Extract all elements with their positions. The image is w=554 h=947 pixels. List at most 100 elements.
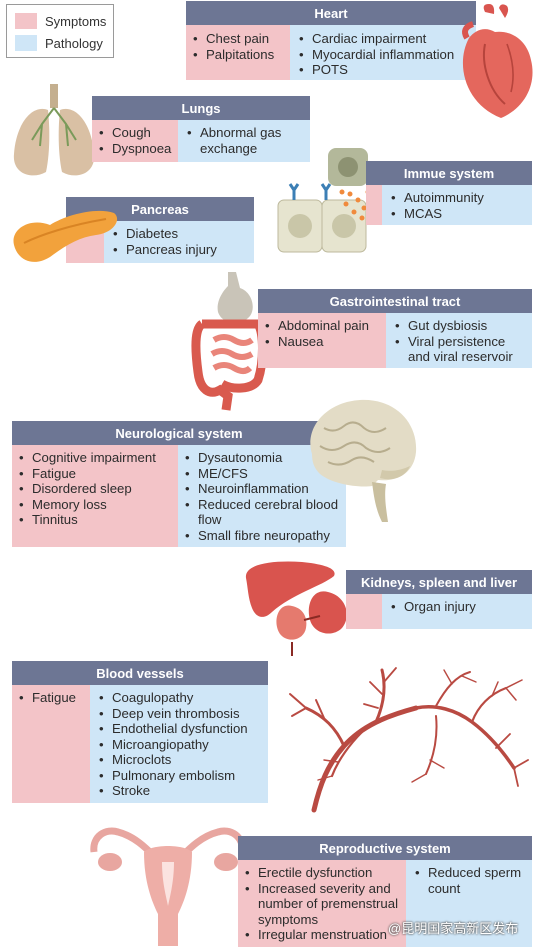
gastrointestinal-title: Gastrointestinal tract [258, 289, 532, 313]
blood-vessels-symptoms-list: Fatigue [18, 690, 76, 706]
blood-vessels-panel: Blood vessels Fatigue Coagulopathy Deep … [12, 661, 268, 803]
lungs-symptoms: Cough Dyspnoea [92, 120, 178, 162]
list-item: Fatigue [18, 466, 156, 482]
reproductive-title: Reproductive system [238, 836, 532, 860]
kidneys-pathology-list: Organ injury [390, 599, 476, 615]
list-item: Coagulopathy [98, 690, 248, 706]
list-item: Palpitations [192, 47, 274, 63]
lungs-pathology: Abnormal gas exchange [178, 120, 310, 162]
list-item: Organ injury [390, 599, 476, 615]
list-item: Autoimmunity [390, 190, 484, 206]
list-item: Chest pain [192, 31, 274, 47]
list-item: Nausea [264, 334, 369, 350]
gastrointestinal-pathology: Gut dysbiosis Viral persistence and vira… [386, 313, 532, 368]
reproductive-panel: Reproductive system Erectile dysfunction… [238, 836, 532, 947]
neurological-pathology-list: Dysautonomia ME/CFS Neuroinflammation Re… [184, 450, 344, 543]
neurological-symptoms-list: Cognitive impairment Fatigue Disordered … [18, 450, 156, 528]
list-item: Dyspnoea [98, 141, 171, 157]
legend-symptoms-label: Symptoms [45, 13, 107, 29]
lungs-icon [13, 84, 95, 176]
immune-pathology: Autoimmunity MCAS [382, 185, 532, 225]
list-item: Microangiopathy [98, 737, 248, 753]
list-item: Pancreas injury [112, 242, 217, 258]
gastrointestinal-symptoms-list: Abdominal pain Nausea [264, 318, 369, 349]
list-item: Endothelial dysfunction [98, 721, 248, 737]
list-item: Diabetes [112, 226, 217, 242]
lungs-panel: Lungs Cough Dyspnoea Abnormal gas exchan… [92, 96, 310, 162]
heart-symptoms-list: Chest pain Palpitations [192, 31, 274, 62]
list-item: Abnormal gas exchange [186, 125, 304, 156]
immune-cells-icon [277, 148, 371, 253]
heart-pathology: Cardiac impairment Myocardial inflammati… [290, 25, 476, 80]
kidneys-pathology: Organ injury [382, 594, 532, 629]
pathology-swatch [15, 35, 37, 51]
immune-symptoms [366, 185, 382, 225]
gastrointestinal-panel: Gastrointestinal tract Abdominal pain Na… [258, 289, 532, 368]
list-item: POTS [298, 62, 454, 78]
list-item: ME/CFS [184, 466, 344, 482]
list-item: Increased severity and number of premens… [244, 881, 404, 928]
blood-vessels-pathology: Coagulopathy Deep vein thrombosis Endoth… [90, 685, 268, 803]
list-item: Pulmonary embolism [98, 768, 248, 784]
symptoms-swatch [15, 13, 37, 29]
heart-symptoms: Chest pain Palpitations [186, 25, 290, 80]
reproductive-symptoms: Erectile dysfunction Increased severity … [238, 860, 406, 947]
kidneys-spleen-liver-icon [245, 561, 347, 656]
list-item: Irregular menstruation [244, 927, 404, 943]
reproductive-organ-icon [90, 827, 246, 946]
legend-pathology: Pathology [15, 33, 103, 53]
reproductive-symptoms-list: Erectile dysfunction Increased severity … [244, 865, 404, 943]
blood-vessels-symptoms: Fatigue [12, 685, 90, 803]
list-item: Memory loss [18, 497, 156, 513]
list-item: Gut dysbiosis [394, 318, 528, 334]
heart-icon [462, 4, 533, 118]
watermark: @昆明国家高新区发布 [388, 921, 519, 936]
list-item: Cognitive impairment [18, 450, 156, 466]
blood-vessel-tree-icon [289, 667, 529, 813]
gastrointestinal-pathology-list: Gut dysbiosis Viral persistence and vira… [394, 318, 528, 365]
pancreas-pathology-list: Diabetes Pancreas injury [112, 226, 217, 257]
list-item: Reduced cerebral blood flow [184, 497, 344, 528]
reproductive-pathology-list: Reduced sperm count [414, 865, 526, 896]
list-item: Stroke [98, 783, 248, 799]
legend-symptoms: Symptoms [15, 11, 106, 31]
kidneys-title: Kidneys, spleen and liver [346, 570, 532, 594]
legend-pathology-label: Pathology [45, 35, 103, 51]
list-item: Tinnitus [18, 512, 156, 528]
list-item: Fatigue [18, 690, 76, 706]
list-item: Microclots [98, 752, 248, 768]
gastrointestinal-symptoms: Abdominal pain Nausea [258, 313, 386, 368]
heart-pathology-list: Cardiac impairment Myocardial inflammati… [298, 31, 454, 78]
reproductive-pathology: Reduced sperm count [406, 860, 532, 947]
kidneys-panel: Kidneys, spleen and liver Organ injury [346, 570, 532, 629]
pancreas-pathology: Diabetes Pancreas injury [104, 221, 254, 263]
list-item: Deep vein thrombosis [98, 706, 248, 722]
list-item: Small fibre neuropathy [184, 528, 344, 544]
lungs-title: Lungs [92, 96, 310, 120]
list-item: Cough [98, 125, 171, 141]
blood-vessels-title: Blood vessels [12, 661, 268, 685]
list-item: Myocardial inflammation [298, 47, 454, 63]
immune-title: Immue system [366, 161, 532, 185]
list-item: Dysautonomia [184, 450, 344, 466]
immune-pathology-list: Autoimmunity MCAS [390, 190, 484, 221]
list-item: Neuroinflammation [184, 481, 344, 497]
list-item: Disordered sleep [18, 481, 156, 497]
heart-title: Heart [186, 1, 476, 25]
immune-panel: Immue system Autoimmunity MCAS [366, 161, 532, 225]
neurological-title: Neurological system [12, 421, 346, 445]
legend: Symptoms Pathology [6, 4, 114, 58]
lungs-symptoms-list: Cough Dyspnoea [98, 125, 171, 156]
kidneys-symptoms [346, 594, 382, 629]
heart-panel: Heart Chest pain Palpitations Cardiac im… [186, 1, 476, 80]
blood-vessels-pathology-list: Coagulopathy Deep vein thrombosis Endoth… [98, 690, 248, 799]
brain-icon [310, 399, 417, 522]
neurological-panel: Neurological system Cognitive impairment… [12, 421, 346, 547]
list-item: Abdominal pain [264, 318, 369, 334]
list-item: MCAS [390, 206, 484, 222]
list-item: Cardiac impairment [298, 31, 454, 47]
neurological-symptoms: Cognitive impairment Fatigue Disordered … [12, 445, 178, 547]
lungs-pathology-list: Abnormal gas exchange [186, 125, 304, 156]
list-item: Erectile dysfunction [244, 865, 404, 881]
list-item: Viral persistence and viral reservoir [394, 334, 528, 365]
